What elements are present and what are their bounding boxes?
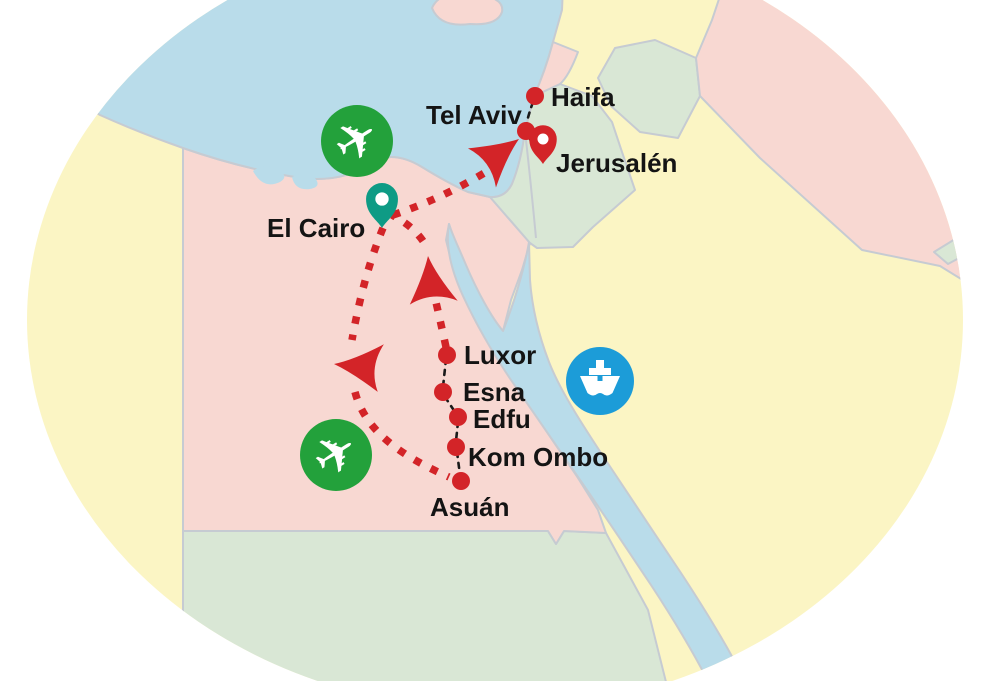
route-cairo-telaviv xyxy=(391,160,502,219)
region-east-green-sliver xyxy=(933,235,963,265)
city-label-esna: Esna xyxy=(463,377,526,407)
city-labels: El Cairo Tel Aviv Haifa Jerusalén Luxor … xyxy=(267,82,677,522)
city-label-telaviv: Tel Aviv xyxy=(426,100,522,130)
pin-hole xyxy=(537,133,549,145)
city-label-jerusalen: Jerusalén xyxy=(556,148,677,178)
city-dot-asuan xyxy=(452,472,470,490)
nile-delta xyxy=(253,165,318,190)
city-label-asuan: Asuán xyxy=(430,492,509,522)
ship-icon xyxy=(580,360,620,396)
plane-icon-north: ✈ xyxy=(321,104,393,178)
city-label-haifa: Haifa xyxy=(551,82,615,112)
city-dot-edfu xyxy=(449,408,467,426)
city-markers xyxy=(366,87,557,490)
city-label-edfu: Edfu xyxy=(473,404,531,434)
city-label-komombo: Kom Ombo xyxy=(468,442,608,472)
city-dot-komombo xyxy=(447,438,465,456)
city-dot-haifa xyxy=(526,87,544,105)
city-label-elcairo: El Cairo xyxy=(267,213,365,243)
region-lebanon xyxy=(533,41,579,97)
pin-hole xyxy=(375,192,389,206)
region-sudan xyxy=(182,530,669,681)
city-dot-esna xyxy=(434,383,452,401)
route-cairo-asuan-south xyxy=(351,390,451,481)
region-cyprus xyxy=(431,0,504,26)
route-cairo-asuan-north xyxy=(348,226,387,341)
plane-icon-south: ✈ xyxy=(300,418,372,492)
jerusalen-pin-icon xyxy=(529,125,557,164)
route-luxor-cairo-north xyxy=(390,211,427,244)
border-israel-jordan xyxy=(525,139,537,239)
region-red-sea xyxy=(446,223,746,681)
cairo-pin-icon xyxy=(366,183,398,228)
plane-icon-circle xyxy=(300,419,372,491)
region-israel-jordan xyxy=(489,83,636,249)
city-dot-luxor xyxy=(438,346,456,364)
ship-icon-group xyxy=(566,347,634,415)
city-label-luxor: Luxor xyxy=(464,340,536,370)
plane-icon-circle xyxy=(321,105,393,177)
